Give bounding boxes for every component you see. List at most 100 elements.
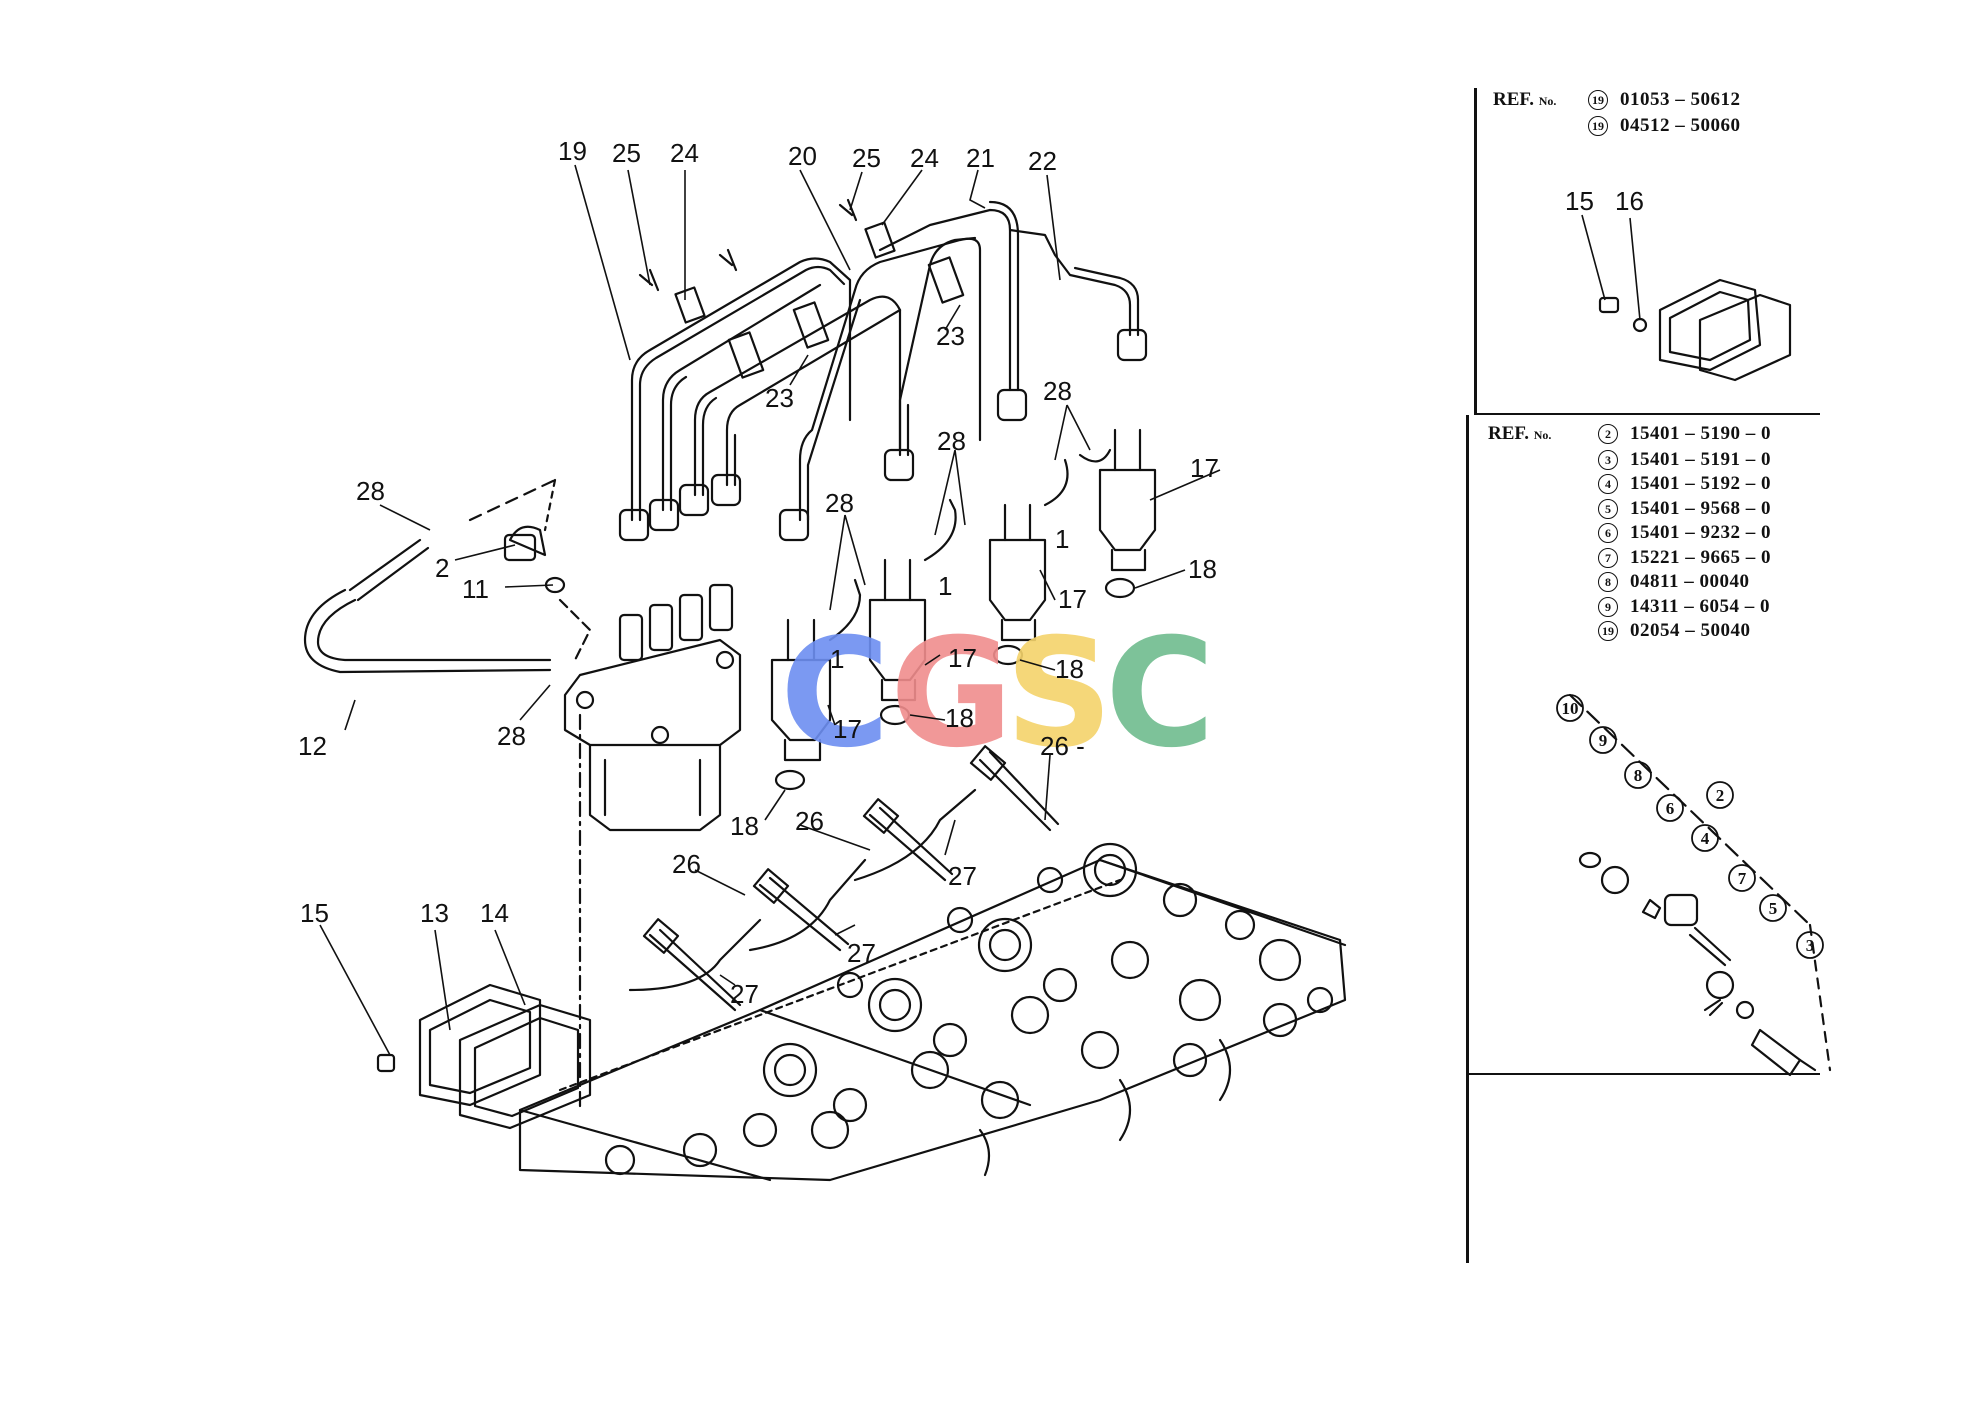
callout-23: 23	[765, 383, 794, 413]
ref-part-code: 04811 – 00040	[1630, 571, 1750, 592]
callout-28: 28	[937, 426, 966, 456]
callout-27: 27	[847, 938, 876, 968]
callout-21: 21	[966, 143, 995, 173]
ref-label: REF. No.	[1493, 89, 1557, 110]
exploded-callout-5: 5	[1769, 899, 1778, 918]
ref-table-middle: REF. No. 2 15401 – 5190 – 0 3 15401 – 519…	[1488, 422, 1771, 644]
callout-22: 22	[1028, 146, 1057, 176]
return-hose	[303, 478, 592, 674]
callout-17: 17	[948, 643, 977, 673]
watermark-letter-c1: C	[780, 607, 890, 781]
pipe-clamps	[638, 198, 965, 379]
washers	[774, 577, 1136, 791]
cover-plates	[376, 983, 592, 1130]
callout-28: 28	[497, 721, 526, 751]
callout-12: 12	[298, 731, 327, 761]
callout-25: 25	[852, 143, 881, 173]
ref-table-top: REF. No. 19 01053 – 50612 19 04512 – 500…	[1493, 88, 1741, 138]
callout-26: 26	[672, 849, 701, 879]
ref-row: 19 04512 – 50060	[1493, 114, 1741, 139]
callout-19: 19	[558, 136, 587, 166]
exploded-callout-6: 6	[1666, 799, 1675, 818]
callout-13: 13	[420, 898, 449, 928]
nozzle-holders	[770, 428, 1157, 762]
ref-num-badge: 5	[1598, 498, 1618, 519]
callout-28: 28	[1043, 376, 1072, 406]
callout-1: 1	[938, 571, 952, 601]
callout-18: 18	[730, 811, 759, 841]
cylinder-head	[518, 842, 1347, 1182]
watermark-letter-g: G	[890, 607, 1013, 781]
ref-num-badge: 8	[1598, 572, 1618, 592]
ref-num-badge: 19	[1598, 621, 1618, 641]
callout-18: 18	[945, 703, 974, 733]
ref-part-code: 15401 – 9568 – 0	[1630, 497, 1771, 519]
exploded-callout-10: 10	[1562, 699, 1579, 718]
ref-cover-drawing	[1598, 278, 1792, 382]
watermark-letter-s: S	[1005, 607, 1113, 781]
ref-label: REF. No.	[1488, 423, 1552, 444]
callout-24: 24	[910, 143, 939, 173]
ref-num-badge: 2	[1598, 424, 1618, 444]
callout-14: 14	[480, 898, 509, 928]
pipe-nuts	[618, 328, 1148, 542]
callout-17: 17	[1190, 453, 1219, 483]
callout-26: 26	[795, 806, 824, 836]
leader-lines	[319, 164, 1641, 1056]
ref-num-badge: 9	[1598, 596, 1618, 617]
ref-part-code: 02054 – 50040	[1630, 620, 1751, 641]
ref-part-code: 01053 – 50612	[1620, 89, 1741, 110]
exploded-callout-2: 2	[1716, 786, 1725, 805]
injection-pump	[563, 583, 742, 1112]
exploded-callout-7: 7	[1738, 869, 1747, 888]
main-callouts: 19 25 24 20 25 24 21 22 23 23 28 28 28 2…	[298, 136, 1219, 1009]
callout-1: 1	[1055, 524, 1069, 554]
ref-panel-divider-vertical-top	[1474, 88, 1477, 413]
injection-pipes	[630, 200, 1140, 522]
exploded-callout-9: 9	[1599, 731, 1608, 750]
ref-num-badge: 19	[1588, 115, 1608, 136]
callout-2: 2	[435, 553, 449, 583]
ref-num-badge: 3	[1598, 449, 1618, 470]
callout-17: 17	[833, 714, 862, 744]
callout-23: 23	[936, 321, 965, 351]
ref-num-badge: 4	[1598, 474, 1618, 494]
exploded-callout-3: 3	[1806, 936, 1815, 955]
ref-part-code: 04512 – 50060	[1620, 114, 1741, 136]
ref-part-code: 15401 – 5192 – 0	[1630, 473, 1771, 494]
watermark-letter-c2: C	[1105, 607, 1215, 781]
callout-27: 27	[730, 979, 759, 1009]
callout-11: 11	[462, 574, 489, 604]
ref-row: REF. No. 2 15401 – 5190 – 0	[1488, 422, 1771, 448]
ref-part-code: 15401 – 5191 – 0	[1630, 448, 1771, 470]
callout-20: 20	[788, 141, 817, 171]
ref-row: 4 15401 – 5192 – 0	[1488, 472, 1771, 497]
ref-panel-divider-horizontal-2	[1466, 1073, 1820, 1075]
ref-num-badge: 19	[1588, 90, 1608, 110]
exploded-callout-circles	[1556, 694, 1824, 959]
ref-num-badge: 6	[1598, 523, 1618, 543]
ref-row: 19 02054 – 50040	[1488, 619, 1771, 644]
callout-27: 27	[948, 861, 977, 891]
callout-1: 1	[830, 644, 844, 674]
ref-panel-divider-vertical-bottom	[1466, 415, 1469, 1263]
ref-row: 6 15401 – 9232 – 0	[1488, 521, 1771, 546]
ref-part-code: 15401 – 9232 – 0	[1630, 522, 1771, 543]
ref-row: 3 15401 – 5191 – 0	[1488, 448, 1771, 473]
ref-row: 8 04811 – 00040	[1488, 570, 1771, 595]
ref-part-code: 15401 – 5190 – 0	[1630, 423, 1771, 444]
ref-num-badge: 7	[1598, 547, 1618, 568]
callout-18: 18	[1055, 654, 1084, 684]
callout-28: 28	[825, 488, 854, 518]
glow-plugs	[628, 745, 1060, 1012]
ref-panel-divider-horizontal-1	[1474, 413, 1820, 415]
ref-callout-16: 16	[1615, 186, 1644, 216]
callout-15: 15	[300, 898, 329, 928]
exploded-callout-4: 4	[1701, 829, 1710, 848]
callout-28: 28	[356, 476, 385, 506]
ref-part-code: 15221 – 9665 – 0	[1630, 546, 1771, 568]
callout-17: 17	[1058, 584, 1087, 614]
ref-row: REF. No. 19 01053 – 50612	[1493, 88, 1741, 114]
